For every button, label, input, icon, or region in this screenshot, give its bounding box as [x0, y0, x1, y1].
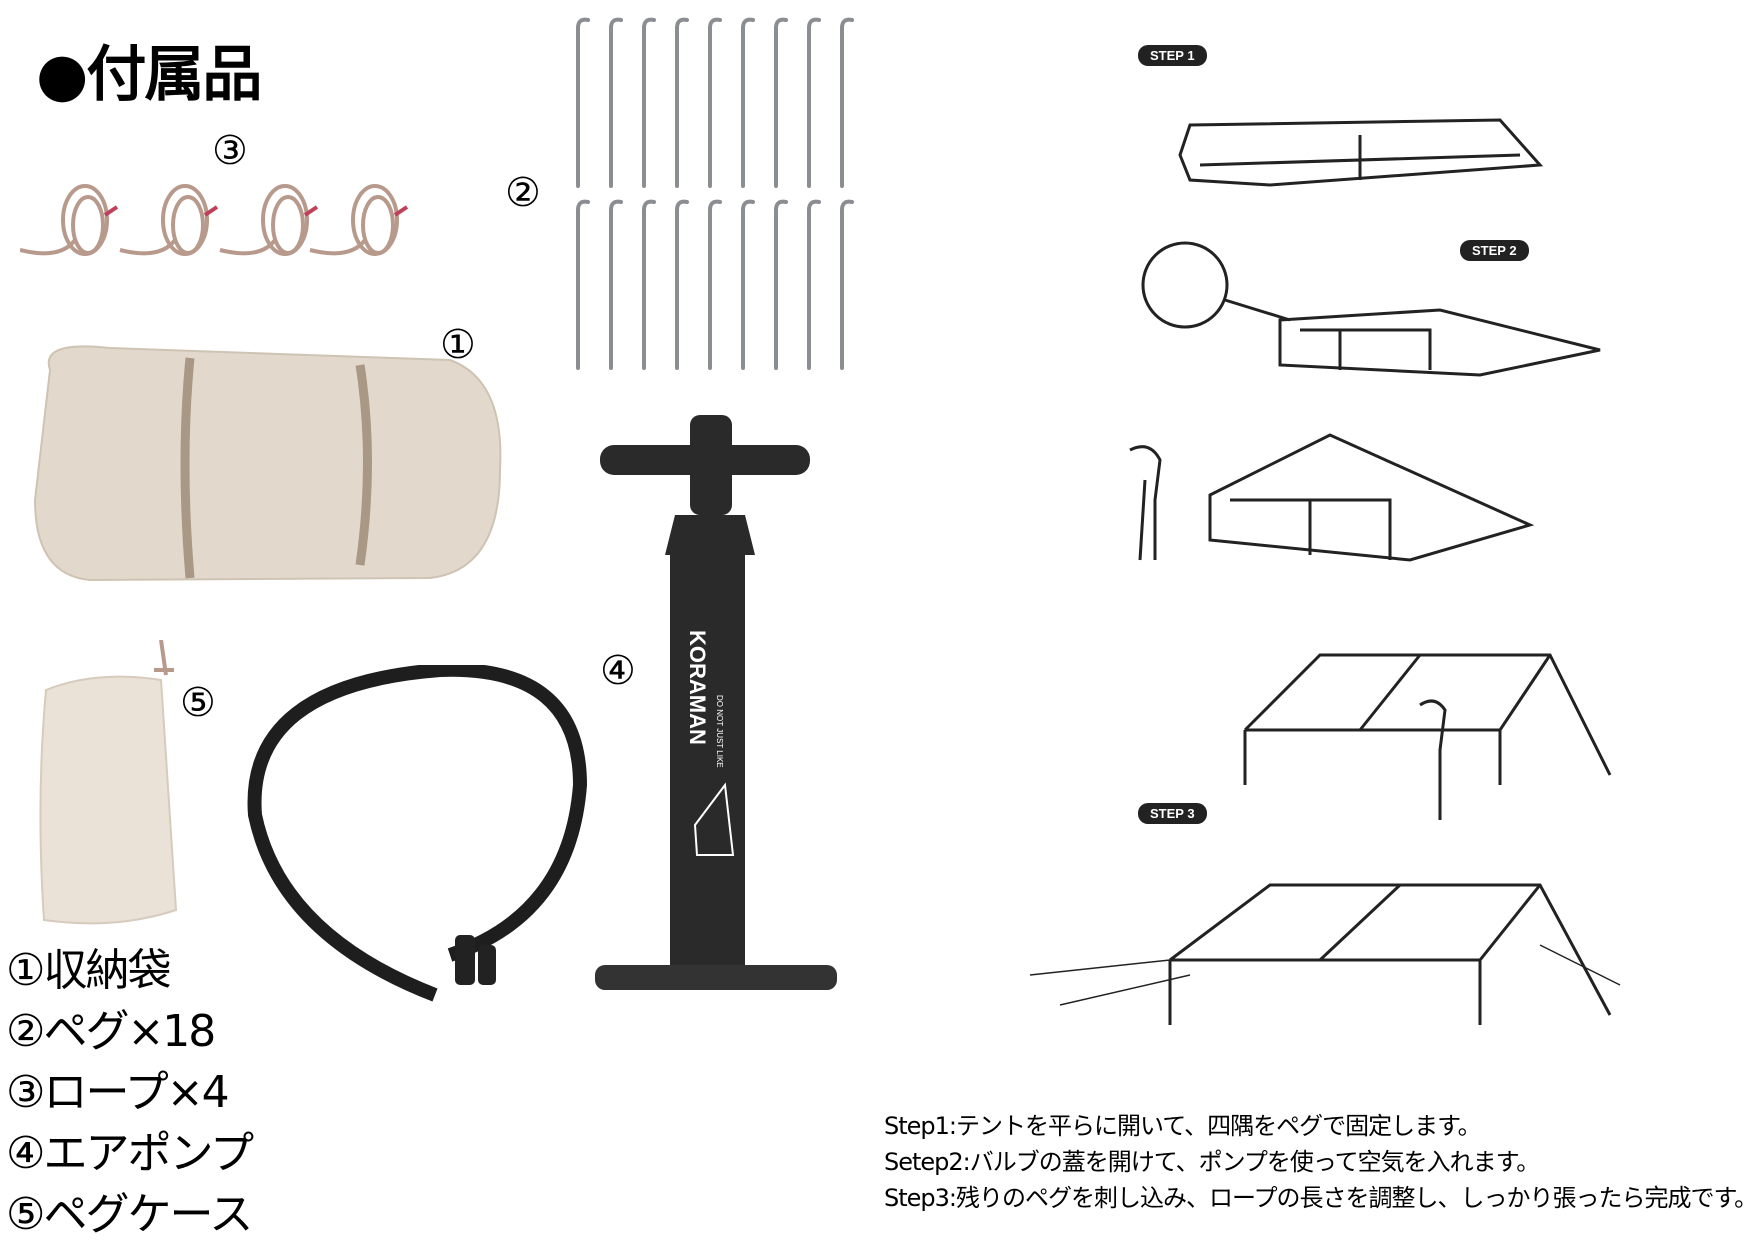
callout-case: ⑤ [180, 680, 216, 726]
legend-item: ⑤ペグケース [6, 1189, 253, 1240]
instruction-step-1: Step1:テントを平らに開いて、四隅をペグで固定します。 [884, 1112, 1482, 1140]
callout-ropes: ③ [212, 128, 248, 174]
setup-instructions: Step1:テントを平らに開いて、四隅をペグで固定します。 Setep2:バルブ… [884, 1108, 1750, 1216]
step-2-badge: STEP 2 [1460, 240, 1529, 261]
callout-pegs: ② [505, 170, 541, 216]
pump-tagline: DO NOT JUST LIKE [715, 695, 724, 768]
legend-item: ①収納袋 [6, 945, 171, 996]
step-1-illustration [1178, 118, 1544, 187]
accessory-legend: ①収納袋 ②ペグ×18 ③ロープ×4 ④エアポンプ ⑤ペグケース [6, 940, 254, 1245]
nozzle-adapters [455, 935, 496, 985]
step-3a-illustration [1243, 653, 1612, 820]
step-3b-illustration [1029, 883, 1621, 1025]
pump-brand: KORAMAN [685, 630, 710, 745]
storage-bag-image [33, 345, 502, 582]
step-1-badge: STEP 1 [1138, 45, 1207, 66]
step-2-illustration [1141, 241, 1601, 377]
step-2b-illustration [1129, 433, 1535, 562]
instruction-step-3: Step3:残りのペグを刺し込み、ロープの長さを調整し、しっかり張ったら完成です… [884, 1184, 1750, 1212]
peg-case-image [39, 640, 178, 925]
pump-hose-image [247, 665, 588, 1002]
legend-item: ④エアポンプ [6, 1128, 254, 1179]
instruction-step-2: Setep2:バルブの蓋を開けて、ポンプを使って空気を入れます。 [884, 1148, 1540, 1176]
callout-pump: ④ [600, 648, 636, 694]
air-pump-image: KORAMAN DO NOT JUST LIKE [595, 415, 837, 990]
step-3-badge: STEP 3 [1138, 803, 1207, 824]
ropes-image [20, 184, 409, 256]
pegs-image [576, 17, 854, 370]
legend-item: ③ロープ×4 [6, 1067, 230, 1118]
rope-coil [20, 184, 409, 256]
legend-item: ②ペグ×18 [6, 1006, 216, 1057]
page-title: ●付属品 [36, 40, 262, 110]
